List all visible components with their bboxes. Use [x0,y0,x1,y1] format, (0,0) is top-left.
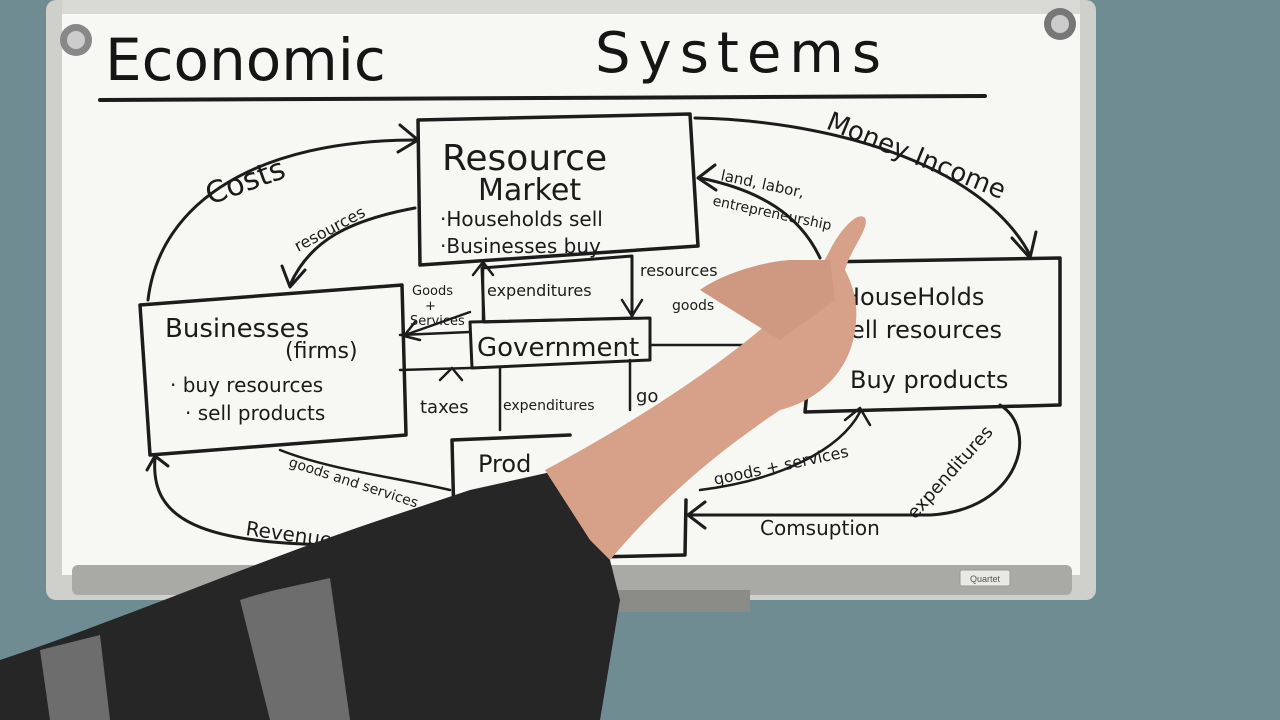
label-taxes: taxes [420,397,469,418]
label-consumption: Comsuption [760,516,880,540]
presenter-arm [0,216,866,720]
brand-text: Quartet [970,574,1001,584]
resource-market-title-2: Market [478,173,581,208]
costs-arrow [146,138,417,302]
arrow-head-icon [145,454,170,472]
sleeve-stripe [240,578,350,720]
households-bullet-1: ell resources [850,316,1002,344]
board-top-edge [62,0,1080,14]
sleeve-stripe [40,635,110,720]
label-expenditures-bottom: expenditures [503,398,595,414]
title-underline [98,94,987,102]
tray-bracket [590,590,750,612]
businesses-box: Businesses (firms) · buy resources · sel… [138,283,408,457]
product-market-title: Prod [478,450,531,478]
title-right: Systems [595,21,889,86]
label-goods-3: Services [410,314,465,329]
arrow-head-icon [686,500,707,530]
gov-left-lines [398,330,472,372]
money-income-arrow [693,116,1032,257]
resources-arrow [288,206,417,287]
label-expenditures-top: expenditures [487,281,592,300]
land-labor-arrow [698,176,822,260]
government-border [468,316,652,370]
arrow-head-icon [396,123,420,154]
goods-services-bottom-arrow [278,448,452,492]
label-goods-2: + [425,299,436,314]
pin-icon [1051,15,1069,33]
label-goods-1: Goods [412,284,453,299]
businesses-bullet-2: · sell products [185,401,325,425]
label-goods-right: goods [672,298,714,314]
goods-services-right-arrow [698,410,862,492]
consumption-arrow [688,403,1022,517]
hand-knuckles [700,260,835,340]
hand-skin [545,216,866,560]
resource-market-border [416,112,700,267]
households-bullet-2: Buy products [850,366,1008,394]
businesses-subtitle: (firms) [285,339,358,364]
label-go: go [636,386,658,407]
resource-market-title-1: Resource [442,138,607,179]
resource-market-box: Resource Market ·Households sell ·Busine… [416,112,700,267]
expenditures-top-arrow [471,260,495,322]
arrow-head-icon [843,406,872,427]
flow-arrows [145,116,1038,547]
goods-to-business-arrow [402,310,472,342]
arrow-head-icon [1010,230,1038,260]
revenue-arrow [153,456,352,547]
taxes-arrow [438,366,464,382]
resource-market-bullet-2: ·Businesses buy [440,234,601,258]
households-title: HouseHolds [842,283,984,311]
label-resources-right: resources [640,261,718,280]
resource-market-bullet-1: ·Households sell [440,207,603,231]
resources-right-arrow [620,256,644,318]
arrow-head-icon [696,163,718,192]
brand-label [959,569,1011,587]
pin-icon [67,31,85,49]
title-left: Economic [105,26,386,94]
businesses-border [138,283,408,457]
government-title: Government [477,333,639,363]
arrow-head-icon [280,264,307,289]
businesses-bullet-1: · buy resources [170,373,323,397]
businesses-title: Businesses [165,314,309,344]
